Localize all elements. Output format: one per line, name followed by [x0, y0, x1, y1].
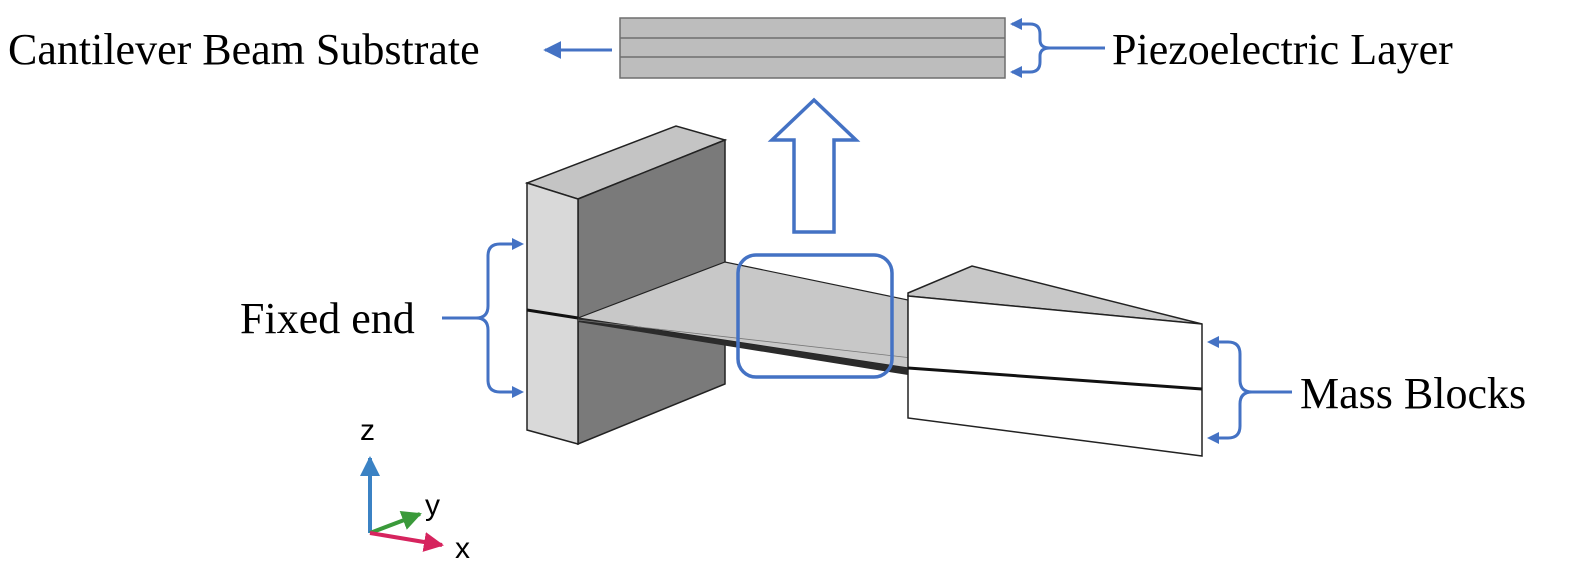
y-axis-arrow [369, 511, 422, 535]
x-axis-label: x [455, 532, 470, 565]
fixed-end-arrow-top [512, 238, 524, 250]
mass-blocks-arrow-bottom [1207, 432, 1219, 444]
piezo-bracket-arrow-top [1010, 18, 1022, 30]
x-axis-arrow [369, 531, 444, 552]
layer-cross-section [619, 17, 1006, 79]
axis-triad: z y x [360, 414, 470, 565]
piezo-bracket-arrow-bottom [1010, 66, 1022, 78]
substrate-label: Cantilever Beam Substrate [8, 25, 480, 74]
zoom-up-arrow [767, 97, 861, 234]
piezo-label: Piezoelectric Layer [1112, 25, 1453, 74]
mass-blocks-arrow-top [1207, 336, 1219, 348]
mass-block [907, 265, 1203, 457]
zoom-highlight-box [736, 253, 894, 379]
piezo-bracket [1012, 22, 1105, 74]
y-axis-label: y [425, 489, 440, 522]
fixed-end-label: Fixed end [240, 294, 415, 343]
fixed-end-bracket [442, 242, 518, 394]
fixed-end-arrow-bottom [512, 386, 524, 398]
mass-blocks-label: Mass Blocks [1300, 369, 1526, 418]
z-axis-label: z [360, 414, 375, 447]
mass-blocks-bracket [1210, 340, 1292, 440]
